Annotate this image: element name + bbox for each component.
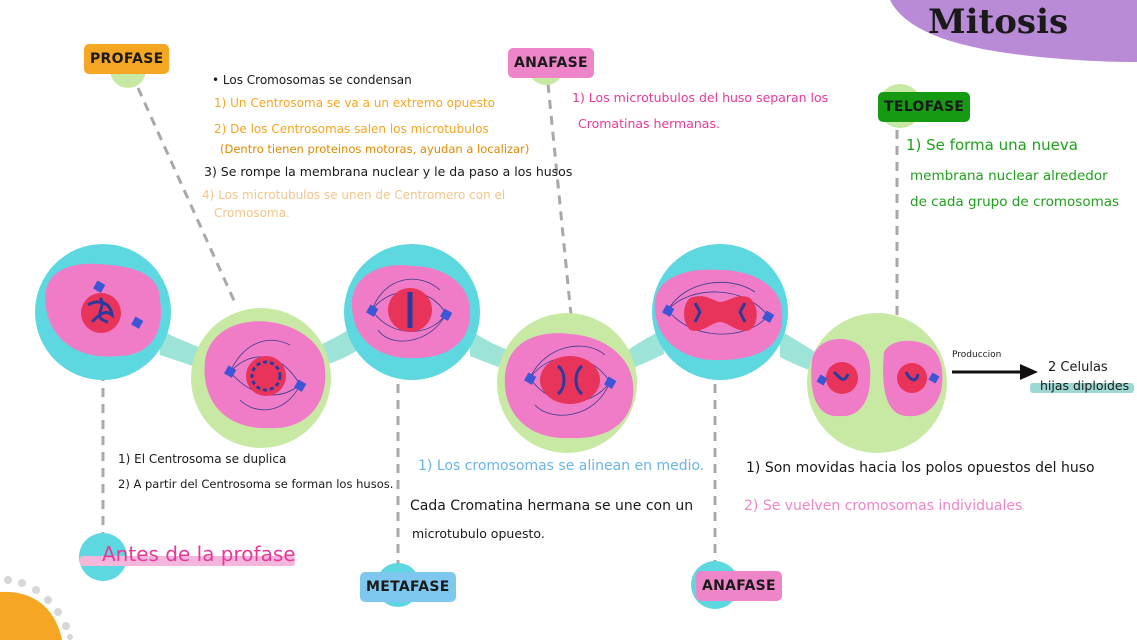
- dashed-guides: [101, 83, 899, 568]
- antes-highlight: [80, 556, 295, 566]
- cell-anafase-2: [652, 244, 788, 380]
- cell-connectors: [160, 326, 815, 372]
- label-metafase: METAFASE: [360, 572, 456, 602]
- result-arrow-head: [1020, 364, 1038, 380]
- metafase-note-3: microtubulo opuesto.: [412, 526, 545, 541]
- anafase-bottom-note-2: 2) Se vuelven cromosomas individuales: [744, 498, 1023, 514]
- cell-metafase: [344, 244, 480, 380]
- anafase-note-2: Cromatinas hermanas.: [578, 116, 720, 131]
- label-anafase-top: ANAFASE: [508, 48, 594, 78]
- dot-arc-decor: [4, 576, 73, 640]
- label-anafase-bottom: ANAFASE: [696, 571, 782, 601]
- anafase-note-1: 1) Los microtubulos del huso separan los: [572, 90, 829, 105]
- result-line-2: hijas diploides: [1040, 378, 1130, 393]
- profase-note-2: 2) De los Centrosomas salen los microtub…: [214, 122, 489, 136]
- anafase-bottom-note-1: 1) Son movidas hacia los polos opuestos …: [746, 460, 1095, 476]
- profase-note-4: 3) Se rompe la membrana nuclear y le da …: [204, 164, 573, 179]
- profase-note-3: (Dentro tienen proteinos motoras, ayudan…: [220, 142, 530, 156]
- metafase-note-2: Cada Cromatina hermana se une con un: [410, 498, 694, 514]
- result-line-1: 2 Celulas: [1048, 360, 1108, 375]
- cell-antes-profase: [35, 244, 171, 380]
- telofase-note-1: 1) Se forma una nueva: [906, 136, 1078, 154]
- antes-note-2: 2) A partir del Centrosoma se forman los…: [118, 477, 394, 491]
- metafase-note-1: 1) Los cromosomas se alinean en medio.: [418, 458, 705, 474]
- telofase-note-3: de cada grupo de cromosomas: [910, 194, 1120, 210]
- cell-telofase: [807, 313, 947, 453]
- profase-note-5: 4) Los microtubulos se unen de Centromer…: [202, 188, 506, 202]
- label-profase: PROFASE: [84, 44, 170, 74]
- profase-note-0: • Los Cromosomas se condensan: [212, 73, 412, 87]
- profase-note-1: 1) Un Centrosoma se va a un extremo opue…: [214, 96, 495, 110]
- title-corner-shape: [890, 0, 1137, 62]
- label-telofase: TELOFASE: [878, 92, 971, 122]
- cell-anafase: [497, 313, 637, 453]
- antes-note-1: 1) El Centrosoma se duplica: [118, 452, 287, 466]
- cell-profase: [191, 308, 331, 448]
- orange-corner-shape: [0, 591, 62, 640]
- result-highlight: [1030, 383, 1134, 393]
- produccion-label: Produccion: [952, 350, 1002, 360]
- label-antes-profase: Antes de la profase: [102, 542, 296, 566]
- page-title: Mitosis: [928, 2, 1069, 42]
- telofase-note-2: membrana nuclear alrededor: [910, 168, 1108, 184]
- profase-note-6: Cromosoma.: [214, 206, 290, 220]
